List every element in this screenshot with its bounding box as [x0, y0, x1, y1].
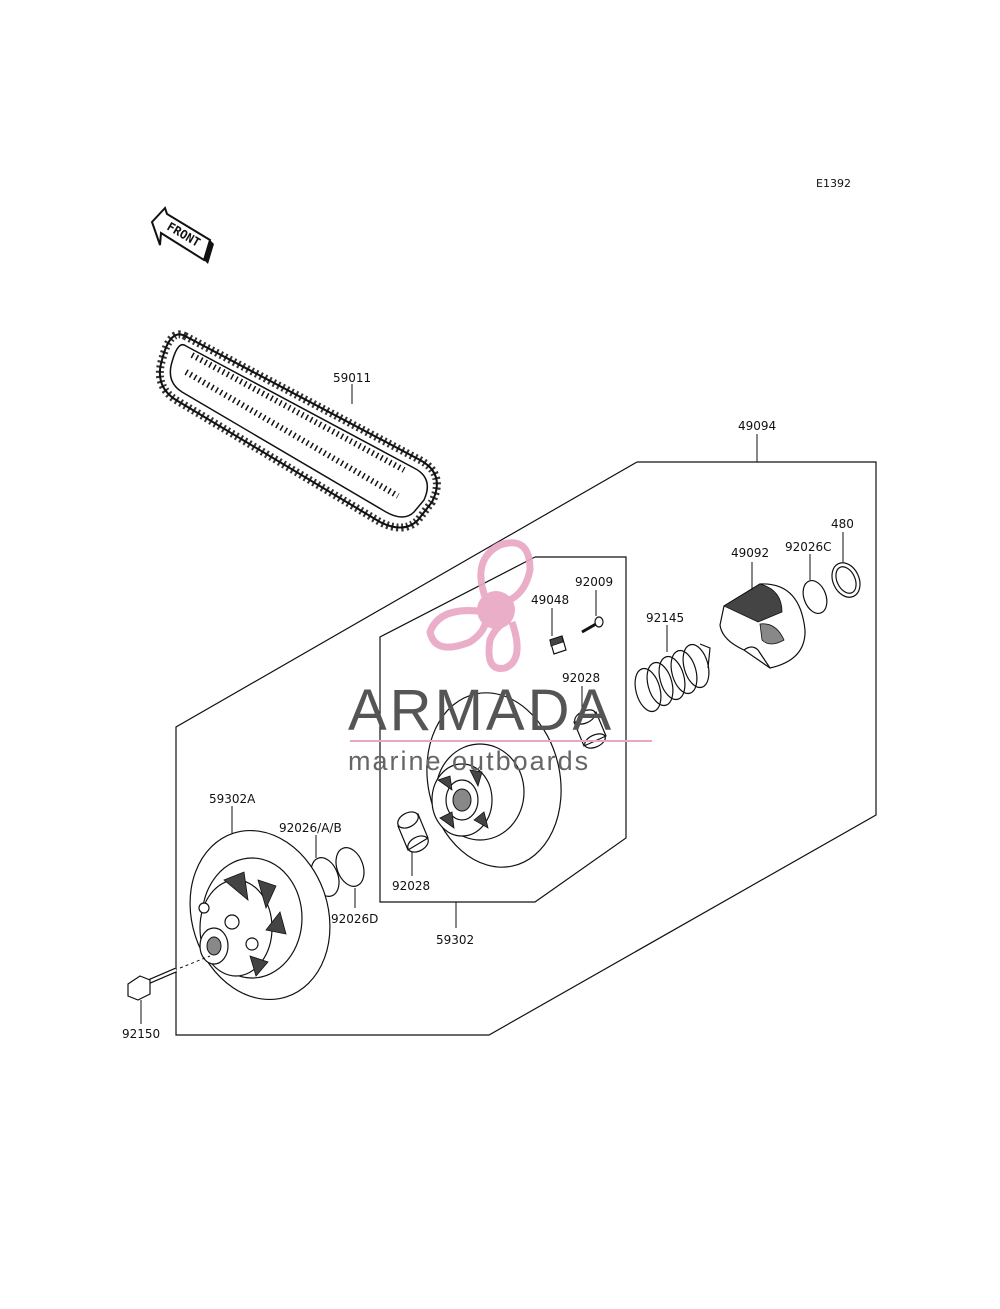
label-bolt: 92150: [122, 1027, 160, 1041]
diagram-code: E1392: [816, 177, 851, 190]
slider: [549, 635, 567, 655]
fixed-sheave: [189, 829, 331, 1001]
label-bushing-lower: 92028: [392, 879, 430, 893]
bushing-lower: [397, 811, 429, 853]
spring: [634, 643, 711, 713]
label-cam: 49092: [731, 546, 769, 560]
label-washer-c: 92026C: [785, 540, 832, 554]
label-screw: 92009: [575, 575, 613, 589]
watermark-brand: ARMADA: [348, 678, 614, 743]
label-washer-d: 92026D: [331, 912, 378, 926]
bolt: [127, 955, 211, 1001]
washer-d: [335, 847, 365, 887]
circlip: [831, 562, 861, 598]
label-belt: 59011: [333, 371, 371, 385]
movable-sheave: [426, 692, 562, 868]
front-arrow-icon: FRONT: [150, 206, 214, 264]
label-washer-ab: 92026/A/B: [279, 821, 342, 835]
drive-belt: [155, 330, 441, 532]
label-slider: 49048: [531, 593, 569, 607]
sheave-frame: [379, 556, 627, 903]
label-bushing-upper: 92028: [562, 671, 600, 685]
washer-c: [802, 579, 828, 615]
cam: [719, 583, 806, 669]
armada-logo: [426, 539, 534, 672]
label-spring: 92145: [646, 611, 684, 625]
watermark-tagline: marine outboards: [348, 746, 590, 776]
label-fixed-sheave: 59302A: [209, 792, 256, 806]
screw: [581, 616, 604, 634]
assembly-frame: [175, 461, 877, 1036]
label-circlip: 480: [831, 517, 854, 531]
label-movable-sheave: 59302: [436, 933, 474, 947]
label-assembly: 49094: [738, 419, 776, 433]
